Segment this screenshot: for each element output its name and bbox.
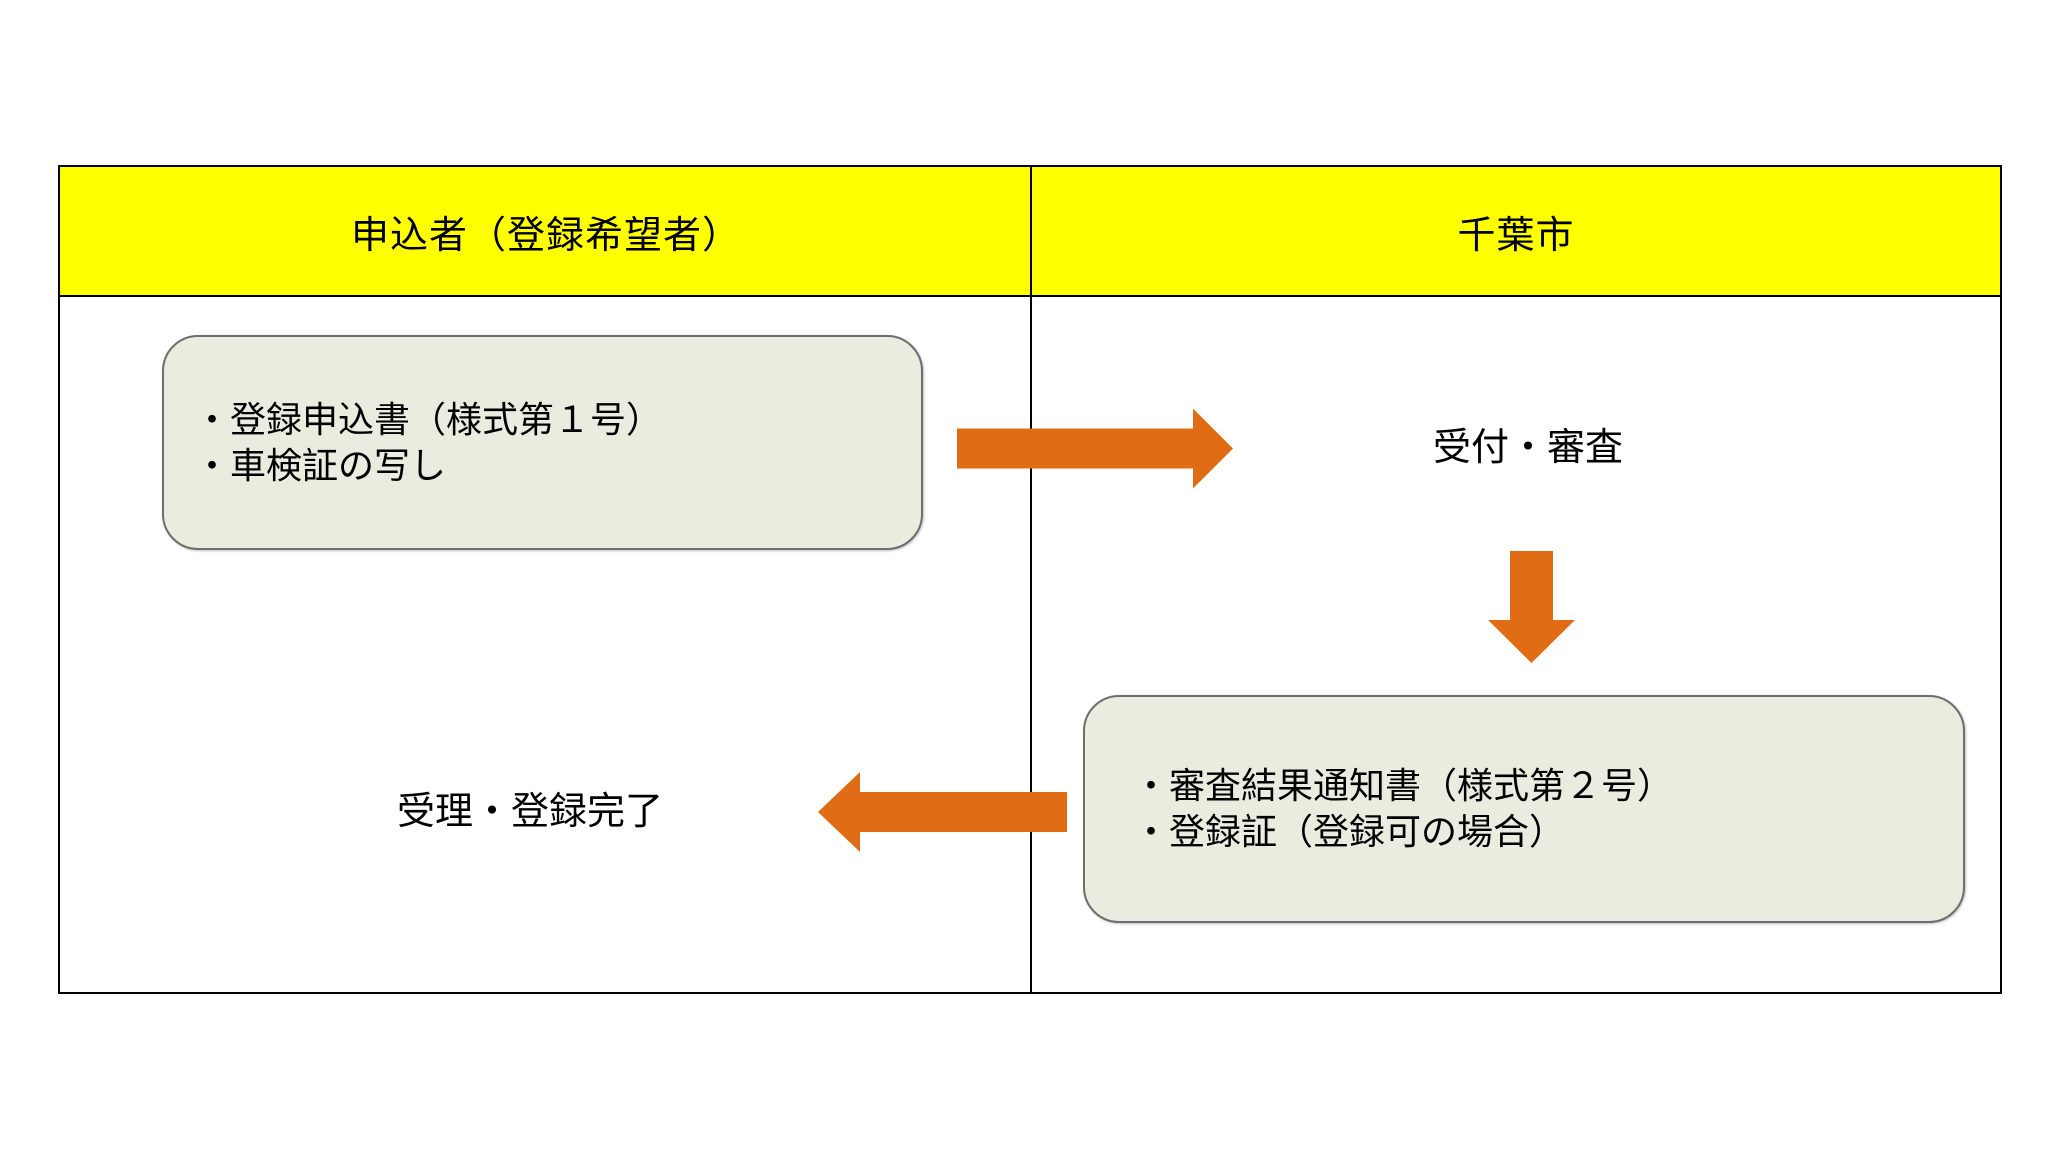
column-header-applicant: 申込者（登録希望者） <box>350 214 741 257</box>
left-arrow-icon <box>818 772 1067 852</box>
down-arrow-icon <box>1488 551 1575 663</box>
left-arrow-shape <box>818 772 1067 852</box>
column-header-city: 千葉市 <box>1457 214 1575 257</box>
right-arrow-shape <box>957 408 1233 489</box>
right-arrow-icon <box>957 408 1233 489</box>
document-item: ・車検証の写し <box>194 444 447 486</box>
reception-review-label: 受付・審査 <box>1433 427 1624 469</box>
city-documents-box: ・審査結果通知書（様式第２号） ・登録証（登録可の場合） <box>1083 695 1965 923</box>
column-divider <box>1030 167 1032 992</box>
document-item: ・登録証（登録可の場合） <box>1133 811 1566 852</box>
document-item: ・登録申込書（様式第１号） <box>194 398 663 440</box>
applicant-documents-box: ・登録申込書（様式第１号） ・車検証の写し <box>162 335 923 550</box>
down-arrow-shape <box>1488 551 1575 663</box>
document-item: ・審査結果通知書（様式第２号） <box>1133 765 1674 806</box>
flow-table: 申込者（登録希望者） 千葉市 <box>58 165 2002 994</box>
acceptance-complete-label: 受理・登録完了 <box>397 791 664 833</box>
